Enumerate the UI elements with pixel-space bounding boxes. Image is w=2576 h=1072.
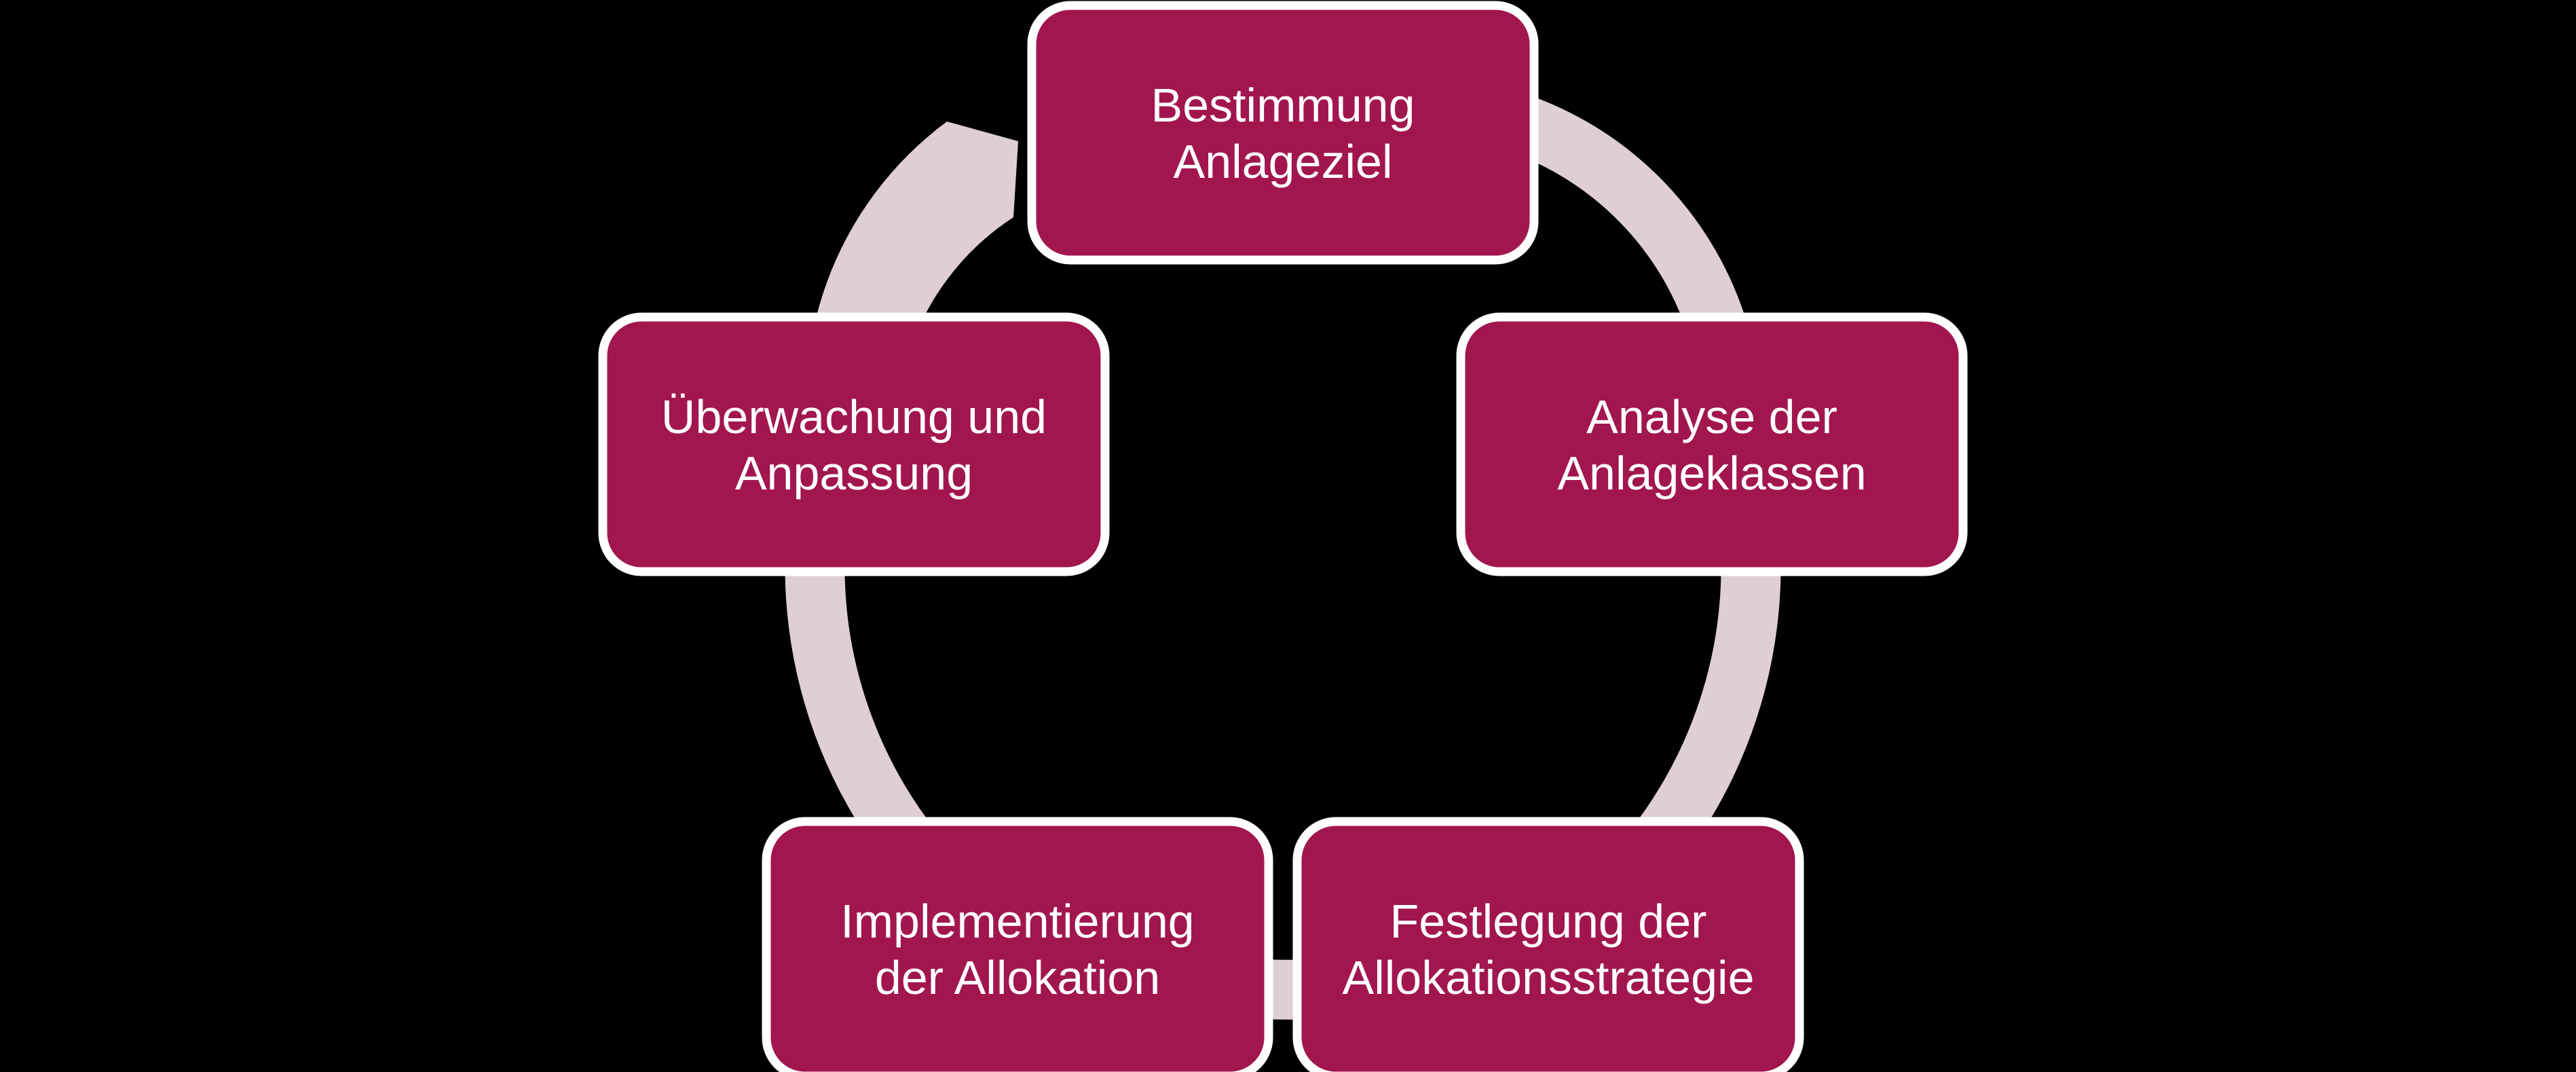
node-top-label-line2: Anlageziel [1174,135,1393,188]
node-bottom-right-label-line1: Festlegung der [1390,895,1707,948]
node-top: Bestimmung Anlageziel [1027,1,1539,265]
node-left: Überwachung und Anpassung [598,312,1110,576]
node-left-box [598,312,1110,576]
cycle-arc-top-to-right [1485,86,1753,361]
node-left-label-line2: Anpassung [735,447,973,500]
node-bottom-left: Implementierung der Allokation [762,817,1273,1072]
node-bottom-right-label-line2: Allokationsstrategie [1343,951,1755,1004]
node-bottom-left-box [762,817,1273,1072]
node-left-label-line1: Überwachung und [661,390,1047,443]
node-top-box [1027,1,1539,265]
node-bottom-left-label-line1: Implementierung [840,895,1194,948]
node-right: Analyse der Anlageklassen [1456,312,1968,576]
node-top-label-line1: Bestimmung [1151,79,1415,132]
node-bottom-left-label-line2: der Allokation [875,951,1160,1004]
node-bottom-right-box [1292,817,1804,1072]
node-right-box [1456,312,1968,576]
node-bottom-right: Festlegung der Allokationsstrategie [1292,817,1804,1072]
node-right-label-line2: Anlageklassen [1557,447,1866,500]
node-right-label-line1: Analyse der [1586,390,1837,443]
